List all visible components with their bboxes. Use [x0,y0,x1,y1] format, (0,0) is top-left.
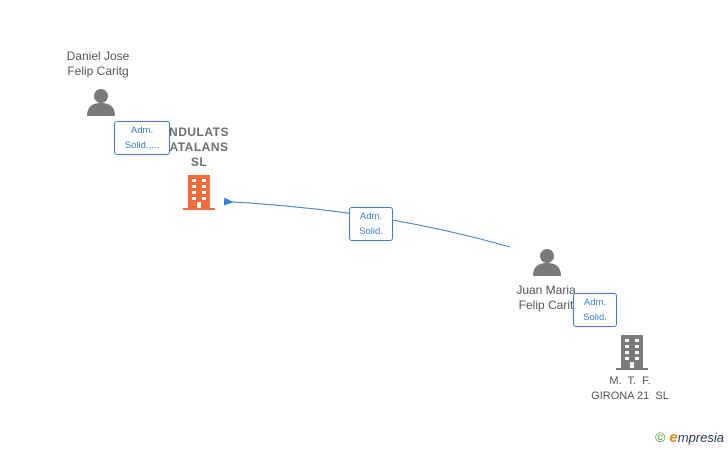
person-icon[interactable] [532,248,562,281]
node-label-company-main: NDULATS ATALANS SL [158,125,240,170]
node-name-line: GIRONA 21 SL [591,390,669,402]
edge-label-daniel-main[interactable]: Adm. Solid.,... [114,121,170,155]
node-name-line: ATALANS [169,140,229,154]
node-label-daniel: Daniel Jose Felip Caritg [48,49,148,79]
node-label-juan: Juan Maria Felip Carit [496,283,596,313]
edge-label-line: Adm. [130,125,154,136]
node-name-line: Daniel Jose [66,49,130,63]
node-name-line: Felip Caritg [67,64,129,78]
node-name-line: Juan Maria [516,283,576,297]
node-name-line: NDULATS [169,125,229,139]
building-icon[interactable] [616,335,648,375]
edge-label-line: Solid.,... [124,140,160,151]
brand-initial: e [669,429,678,446]
building-icon[interactable] [183,175,215,215]
edge-label-line: Solid. [359,226,383,237]
node-name-line: M. T. F. [609,375,651,387]
copyright-icon: © [655,429,666,445]
node-label-mtf: M. T. F. GIRONA 21 SL [580,374,680,404]
brand-name: mpresia [677,430,724,445]
edge-label-juan-main[interactable]: Adm. Solid. [349,207,393,241]
edge-label-line: Adm. [583,297,607,308]
node-name-line: Felip Carit [518,298,574,312]
edge-label-line: Solid. [583,312,607,323]
person-icon[interactable] [86,88,116,121]
node-name-line: SL [190,155,208,169]
brand-logo: ©empresia [655,429,724,446]
edge-label-line: Adm. [359,211,383,222]
edge-label-juan-mtf[interactable]: Adm. Solid. [573,293,617,327]
